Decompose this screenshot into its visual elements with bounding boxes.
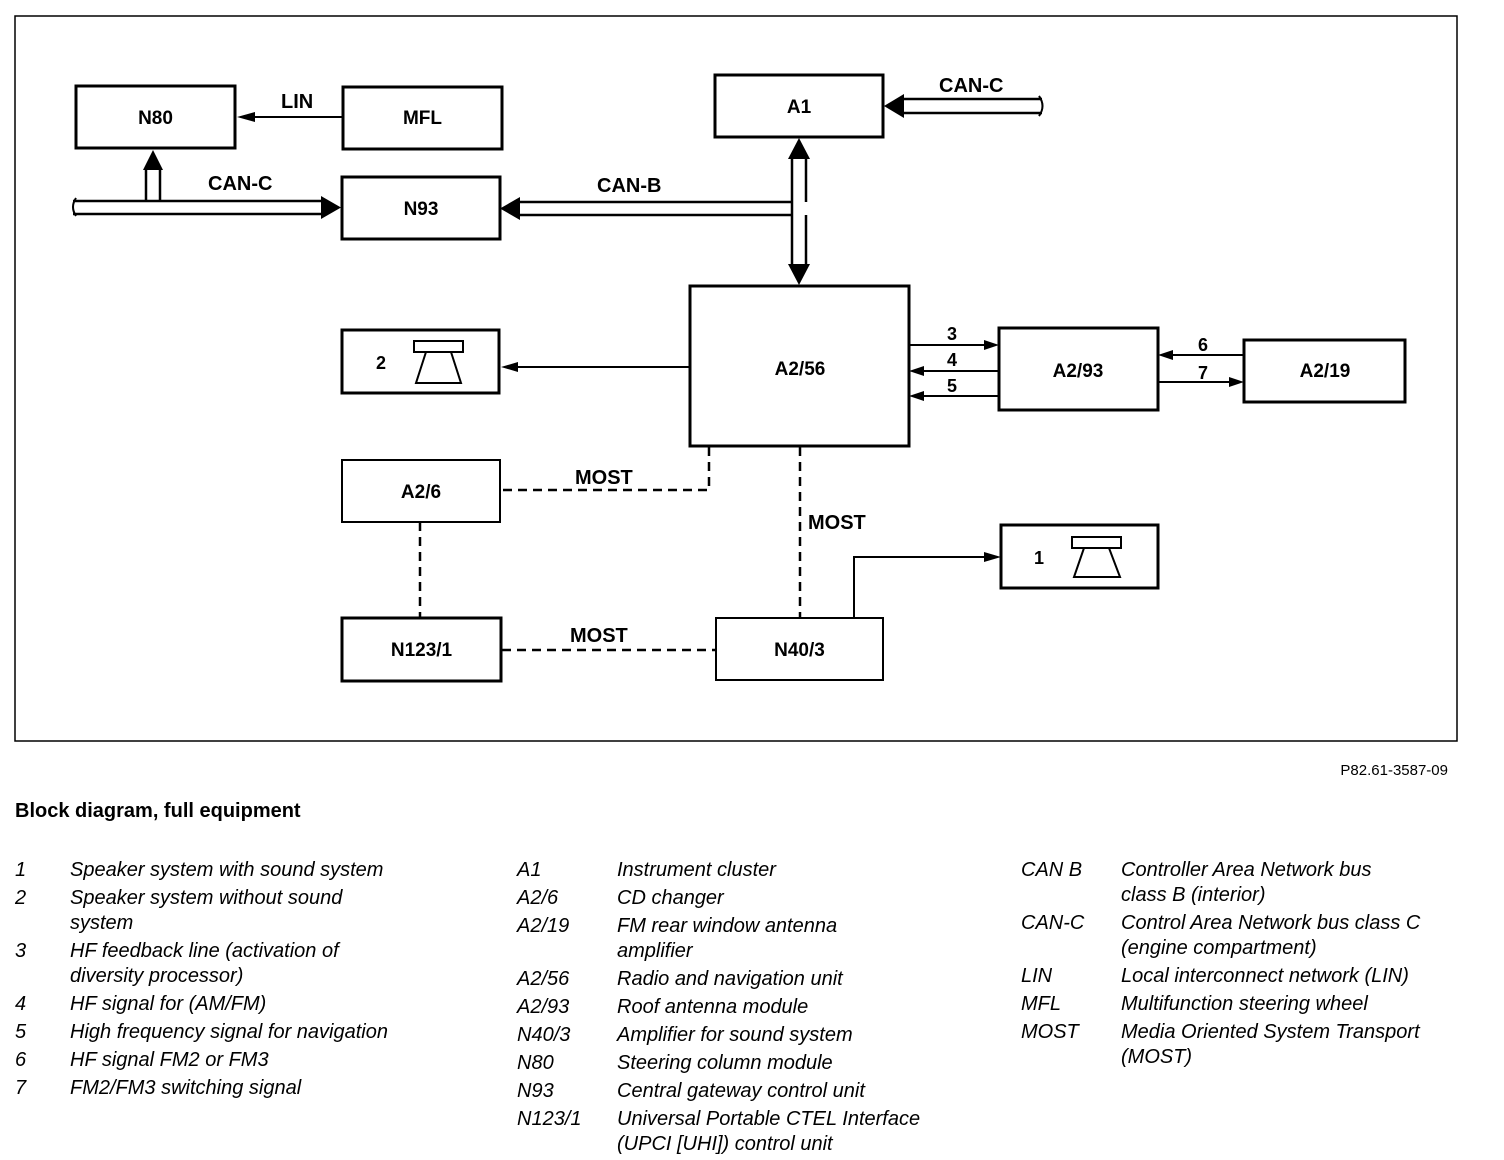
svg-text:N40/3: N40/3 <box>774 640 825 661</box>
line-3-label: 3 <box>947 324 957 344</box>
speaker-1-icon <box>1071 536 1122 578</box>
svg-text:MFL: MFL <box>403 108 442 129</box>
line-4-label: 4 <box>947 350 957 370</box>
svg-text:N123/1: N123/1 <box>391 640 453 661</box>
svg-text:A2/93: A2/93 <box>1053 361 1104 382</box>
svg-text:A2/56: A2/56 <box>775 359 826 380</box>
svg-text:1: 1 <box>1034 548 1044 568</box>
block-mfl: MFL <box>341 85 504 151</box>
svg-text:2: 2 <box>376 353 386 373</box>
block-speaker-1: 1 <box>999 523 1160 590</box>
block-n93: N93 <box>340 175 502 241</box>
svg-text:A2/6: A2/6 <box>401 482 441 503</box>
most-n1231-label: MOST <box>570 625 628 647</box>
speaker-2-icon <box>413 340 464 384</box>
line-7-label: 7 <box>1198 363 1208 383</box>
can-c-top-bus <box>884 94 1044 118</box>
block-n80: N80 <box>74 84 237 150</box>
block-a219: A2/19 <box>1242 338 1407 404</box>
block-a26: A2/6 <box>341 459 501 523</box>
n403-to-spk1-line <box>853 556 985 617</box>
block-a293: A2/93 <box>997 326 1160 412</box>
hf-lines-3-4-5 <box>909 340 999 401</box>
block-a1: A1 <box>713 73 885 139</box>
line-5-label: 5 <box>947 376 957 396</box>
most-vertical-label: MOST <box>808 512 866 534</box>
line-6-label: 6 <box>1198 335 1208 355</box>
block-n403: N40/3 <box>715 617 884 681</box>
svg-text:A2/19: A2/19 <box>1300 361 1351 382</box>
hf-lines-6-7 <box>1158 350 1244 387</box>
caption: Block diagram, full equipment <box>15 800 301 822</box>
most-a26-label: MOST <box>575 467 633 489</box>
n403-to-spk1-arrowhead <box>984 552 1001 562</box>
svg-text:N93: N93 <box>404 199 439 220</box>
a256-to-spk2-arrowhead <box>501 362 518 372</box>
block-diagram: LIN CAN-C CAN-B CAN-C <box>14 15 1458 742</box>
block-a256: A2/56 <box>688 284 911 448</box>
lin-label: LIN <box>281 91 313 113</box>
svg-text:N80: N80 <box>138 108 173 129</box>
figure-code: P82.61-3587-09 <box>1340 762 1448 779</box>
block-n1231: N123/1 <box>340 616 503 683</box>
svg-text:A1: A1 <box>787 97 812 118</box>
can-c-left-bus <box>72 150 341 219</box>
can-b-bus <box>500 138 810 285</box>
diagram-border <box>14 15 1458 742</box>
most-dashed-lines <box>418 447 802 652</box>
lin-arrowhead <box>237 112 255 122</box>
can-c-top-label: CAN-C <box>939 75 1003 97</box>
can-c-left-label: CAN-C <box>208 173 272 195</box>
can-b-label: CAN-B <box>597 175 661 197</box>
